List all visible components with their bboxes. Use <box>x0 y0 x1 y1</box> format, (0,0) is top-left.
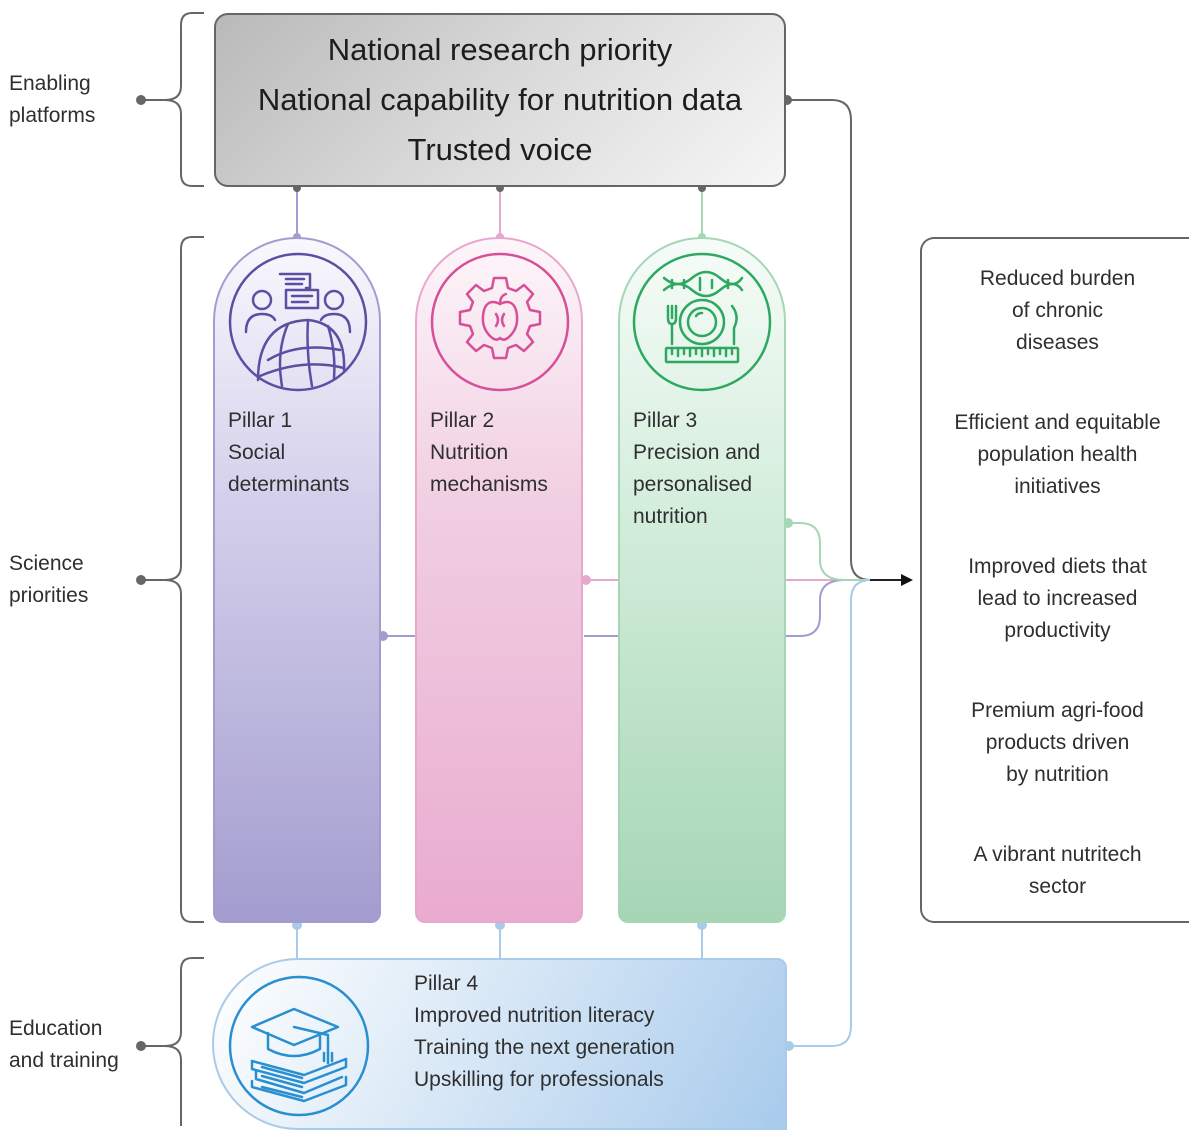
brace-enabling <box>136 12 204 187</box>
label-science-priorities: Science priorities <box>9 552 89 607</box>
outcome-nutritech-sector: A vibrant nutritech sector <box>973 843 1142 898</box>
pillar-3-line-1: Precision and <box>633 441 761 464</box>
dna-plate-ruler-icon <box>632 252 772 392</box>
pillar-1-card <box>213 237 381 923</box>
pillar-1-number: Pillar 1 <box>228 409 293 432</box>
enabling-to-outcomes-line <box>782 95 900 581</box>
label-enabling-platforms: Enabling platforms <box>9 72 96 127</box>
pillar-3-line-3: nutrition <box>633 505 708 528</box>
pillar-1-line-1: Social <box>228 441 286 464</box>
pillar-2-line-2: mechanisms <box>430 473 548 496</box>
pillar-1-text: Pillar 1 Social determinants <box>228 405 349 501</box>
brace-science <box>136 236 204 923</box>
outcome-chronic-diseases: Reduced burden of chronic diseases <box>979 267 1136 354</box>
people-globe-icon <box>228 252 368 392</box>
pillar-4-line-2: Training the next generation <box>414 1036 675 1059</box>
pillar-3-line-2: personalised <box>633 473 753 496</box>
pillar-4-text: Pillar 4 Improved nutrition literacy Tra… <box>414 968 675 1096</box>
arrow-right-icon <box>870 574 913 586</box>
pillar-2-line-1: Nutrition <box>430 441 509 464</box>
pillar-3-number: Pillar 3 <box>633 409 698 432</box>
graduation-cap-books-icon <box>228 975 370 1117</box>
pillar-2-card <box>415 237 583 923</box>
pillar-3-text: Pillar 3 Precision and personalised nutr… <box>633 405 760 533</box>
enabling-platforms-box: National research priority National capa… <box>214 13 786 187</box>
label-education-training: Education and training <box>9 1017 119 1072</box>
platform-nutrition-data: National capability for nutrition data <box>257 82 743 117</box>
pillar-to-pillar4-links <box>292 920 707 958</box>
pillar4-to-outcomes-line <box>784 579 880 1051</box>
outcomes-box: Reduced burden of chronic diseases Effic… <box>920 237 1189 923</box>
pillar-4-number: Pillar 4 <box>414 972 479 995</box>
pillar-4-card <box>212 958 787 1130</box>
brace-education <box>136 957 204 1126</box>
platform-research-priority: National research priority <box>327 32 673 67</box>
outcome-population-health: Efficient and equitable population healt… <box>954 411 1161 498</box>
outcome-premium-agrifood: Premium agri-food products driven by nut… <box>971 699 1144 786</box>
platform-trusted-voice: Trusted voice <box>407 132 593 167</box>
pillar-2-number: Pillar 2 <box>430 409 495 432</box>
pillar-1-line-2: determinants <box>228 473 350 496</box>
outcome-improved-diets: Improved diets that lead to increased pr… <box>968 555 1147 642</box>
top-to-pillar-links <box>293 184 706 241</box>
pillar-4-line-3: Upskilling for professionals <box>414 1068 664 1091</box>
apple-gear-icon <box>430 252 570 392</box>
pillar1-to-outcomes-line <box>378 579 880 641</box>
pillar-4-line-1: Improved nutrition literacy <box>414 1004 655 1027</box>
pillar3-to-outcomes-line <box>783 518 880 581</box>
pillar-2-text: Pillar 2 Nutrition mechanisms <box>430 405 548 501</box>
